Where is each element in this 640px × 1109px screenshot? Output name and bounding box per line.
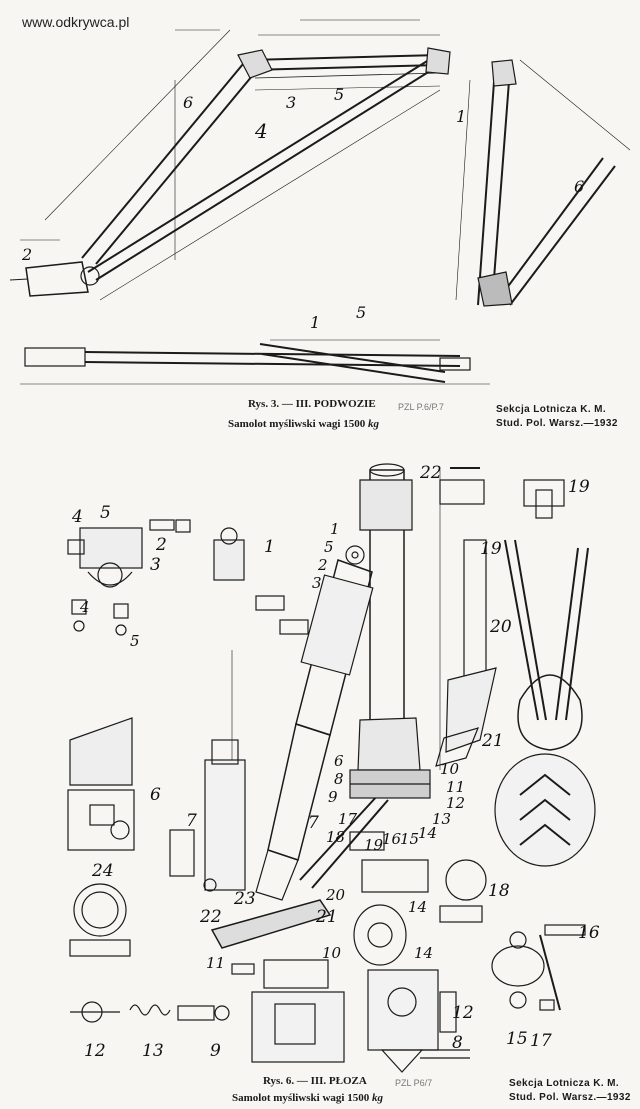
label-fig2: 3	[150, 555, 161, 575]
figure1-caption-title: Rys. 3. — III. PODWOZIE	[248, 398, 376, 410]
label-fig2: 9	[328, 788, 338, 806]
label-fig2: 2	[317, 556, 328, 574]
label-fig2: 22	[419, 463, 442, 483]
label-fig2: 12	[84, 1041, 106, 1061]
label-fig2: 16	[578, 923, 600, 943]
label-fig2: 23	[233, 889, 256, 909]
label-fig2: 2	[155, 535, 167, 555]
label-fig2: 12	[446, 794, 465, 812]
label-fig2: 14	[414, 944, 433, 962]
label-fig2: 5	[130, 632, 140, 650]
label-fig2: 15	[400, 830, 419, 848]
label-fig2: 13	[432, 810, 451, 828]
label-fig2: 17	[530, 1031, 552, 1051]
figure2-section-line1: Sekcja Lotnicza K. M.	[509, 1078, 620, 1089]
figure1-ref-note: PZL P.6/P.7	[398, 402, 444, 412]
watermark: www.odkrywca.pl	[22, 14, 130, 30]
label-fig2: 14	[418, 824, 437, 842]
figure-2-skid: 4 5 2 3 1 1 5 2 3 22 19 19 20 21 4 5 6 8…	[67, 463, 600, 1073]
label-fig2: 1	[330, 520, 340, 538]
label-fig2: 5	[100, 503, 111, 523]
figure2-caption-title: Rys. 6. — III. PŁOZA	[263, 1075, 367, 1087]
label-fig2: 9	[210, 1041, 221, 1061]
label-fig2: 5	[324, 538, 334, 556]
label-fig2: 4	[79, 598, 90, 616]
label-fig2: 14	[408, 898, 427, 916]
label-fig2: 22	[199, 907, 222, 927]
label-fig2: 19	[568, 477, 590, 497]
label-fig1: 5	[356, 303, 366, 322]
label-fig2: 8	[452, 1033, 463, 1053]
label-fig2: 13	[142, 1041, 164, 1061]
label-fig1: 6	[574, 177, 584, 196]
label-fig2: 21	[315, 907, 338, 927]
label-fig1: 5	[334, 85, 344, 104]
label-fig1: 6	[183, 93, 193, 112]
label-fig2: 19	[480, 539, 502, 559]
label-fig2: 24	[91, 861, 114, 881]
label-fig2: 20	[325, 886, 346, 904]
figure2-section-line2: Stud. Pol. Warsz.—1932	[509, 1092, 631, 1103]
figure1-section-line2: Stud. Pol. Warsz.—1932	[496, 418, 618, 429]
label-fig2: 16	[382, 830, 402, 848]
label-fig2: 19	[364, 836, 384, 854]
figure1-caption-subtitle: Samolot myśliwski wagi 1500 kg	[228, 418, 379, 430]
label-fig2: 3	[312, 574, 322, 592]
label-fig2: 1	[264, 537, 275, 557]
label-fig2: 21	[481, 731, 504, 751]
figure2-caption-subtitle: Samolot myśliwski wagi 1500 kg	[232, 1092, 383, 1104]
label-fig2: 10	[322, 944, 342, 962]
label-fig2: 18	[488, 881, 510, 901]
label-fig2: 7	[186, 811, 197, 831]
label-fig2: 4	[71, 507, 83, 527]
label-fig1: 3	[286, 93, 296, 112]
label-fig1: 2	[21, 245, 32, 264]
label-fig2: 10	[440, 760, 460, 778]
label-fig2: 17	[338, 810, 358, 828]
figure-1-undercarriage: 6 4 3 5 1 2 6 1 5	[9, 19, 631, 385]
label-fig2: 20	[489, 617, 512, 637]
figure1-section-line1: Sekcja Lotnicza K. M.	[496, 404, 607, 415]
label-fig2: 6	[334, 752, 344, 770]
label-fig2: 12	[452, 1003, 474, 1023]
figure2-ref-note: PZL P6/7	[395, 1078, 433, 1088]
label-fig1: 4	[254, 119, 268, 143]
label-fig2: 11	[206, 954, 225, 972]
label-fig2: 7	[308, 813, 319, 833]
label-fig2: 6	[150, 785, 161, 805]
label-fig2: 11	[446, 778, 465, 796]
label-fig2: 15	[506, 1029, 528, 1049]
label-fig2: 8	[334, 770, 344, 788]
label-fig1: 1	[310, 313, 320, 332]
label-fig1: 1	[456, 107, 466, 126]
label-fig2: 18	[326, 828, 345, 846]
